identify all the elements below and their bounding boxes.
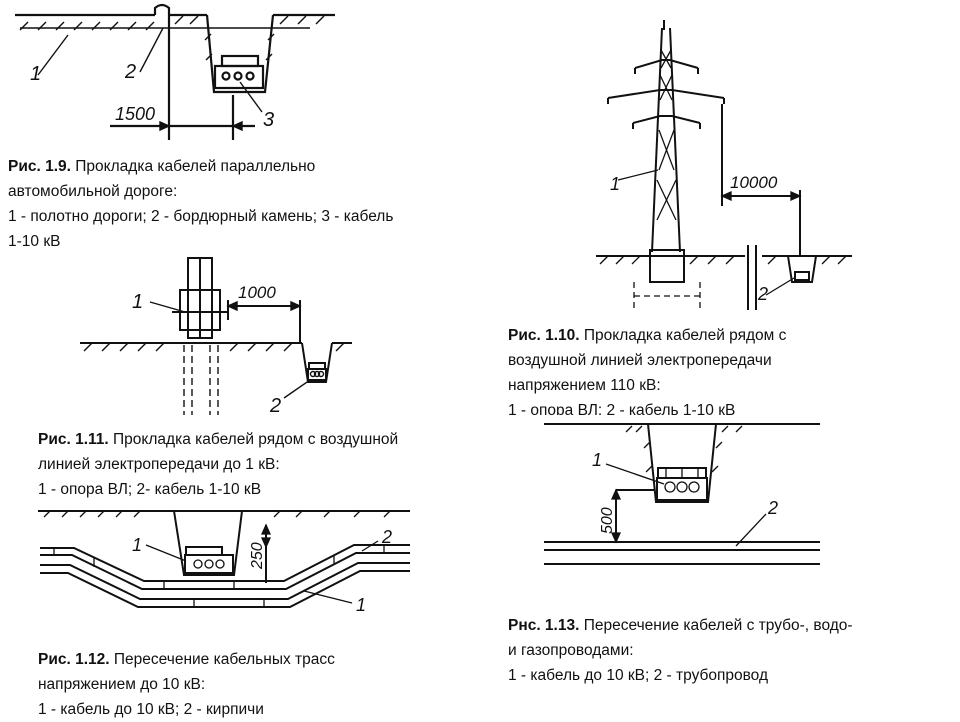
fig-1-11-caption-line3: 1 - опора ВЛ; 2- кабель 1-10 кВ (38, 481, 262, 498)
fig-1-10-caption-title: Прокладка кабелей рядом с (579, 327, 787, 344)
fig-1-11-dim-1000: 1000 (238, 283, 276, 302)
fig-1-13-caption-line2: и газопроводами: (508, 642, 634, 659)
fig-1-12-drawing: 1 2 1 250 (38, 510, 410, 615)
fig-1-10-caption-line2: воздушной линией электропередачи (508, 352, 772, 369)
fig-1-10-label-2: 2 (757, 284, 768, 304)
fig-1-13-label-1: 1 (592, 450, 602, 470)
fig-1-12-label-1: 1 (132, 535, 142, 555)
fig-1-9-caption-line3: 1 - полотно дороги; 2 - бордюрный камень… (8, 208, 394, 225)
fig-1-9-label-1: 1 (30, 63, 41, 85)
fig-1-9-caption-title: Прокладка кабелей параллельно (70, 158, 316, 175)
fig-1-12-dim-250: 250 (249, 542, 266, 570)
fig-1-10-caption-line4: 1 - опора ВЛ: 2 - кабель 1-10 кВ (508, 402, 736, 415)
fig-1-9-label-3: 3 (263, 109, 274, 131)
fig-1-11-drawing: 1 2 1000 (80, 257, 352, 417)
fig-1-9-caption-label: Рис. 1.9. (8, 158, 71, 175)
fig-1-12-caption-label: Рис. 1.12. (38, 651, 110, 668)
fig-1-9-drawing: 1 2 3 1500 (15, 3, 335, 140)
fig-1-13-caption-label: Рнс. 1.13. (508, 617, 580, 634)
fig-1-9-caption-line4: 1-10 кВ (8, 233, 61, 250)
fig-1-12-caption-line2: напряжением до 10 кВ: (38, 676, 206, 693)
fig-1-12-caption: Рис. 1.12. Пересечение кабельных трасс н… (38, 647, 458, 722)
fig-1-10-caption-line3: напряжением 110 кВ: (508, 377, 661, 394)
fig-1-10-label-1: 1 (610, 174, 620, 194)
fig-1-13-caption: Рнс. 1.13. Пересечение кабелей с трубо-,… (508, 613, 948, 688)
fig-1-11-caption-line2: линией электропередачи до 1 кВ: (38, 456, 280, 473)
fig-1-12-caption-line3: 1 - кабель до 10 кВ; 2 - кирпичи (38, 701, 264, 718)
fig-1-9-caption-line2: автомобильной дороге: (8, 183, 178, 200)
fig-1-9-dim-1500: 1500 (115, 104, 155, 124)
fig-1-13-drawing: 1 2 500 (544, 423, 820, 565)
fig-1-9-caption: Рис. 1.9. Прокладка кабелей параллельно … (8, 154, 458, 254)
fig-1-10-dim-10000: 10000 (730, 173, 778, 192)
fig-1-12-label-1b: 1 (356, 595, 366, 615)
fig-1-10-caption-label: Рис. 1.10. (508, 327, 580, 344)
fig-1-13-caption-title: Пересечение кабелей с трубо-, водо- (579, 617, 853, 634)
fig-1-10-caption: Рис. 1.10. Прокладка кабелей рядом с воз… (508, 323, 948, 415)
fig-1-11-caption-label: Рис. 1.11. (38, 431, 109, 448)
fig-1-11-caption: Рис. 1.11. Прокладка кабелей рядом с воз… (38, 427, 468, 502)
fig-1-13-dim-500: 500 (599, 507, 616, 534)
fig-1-11-caption-title: Прокладка кабелей рядом с воздушной (108, 431, 399, 448)
fig-1-12-label-2: 2 (381, 527, 392, 547)
fig-1-12-caption-title: Пересечение кабельных трасс (109, 651, 335, 668)
fig-1-11-label-2: 2 (269, 395, 281, 417)
fig-1-10-drawing: 1 2 10000 (596, 20, 852, 310)
fig-1-13-caption-line3: 1 - кабель до 10 кВ; 2 - трубопровод (508, 667, 769, 684)
fig-1-13-label-2: 2 (767, 498, 778, 518)
fig-1-11-label-1: 1 (132, 291, 143, 313)
fig-1-9-label-2: 2 (124, 61, 136, 83)
